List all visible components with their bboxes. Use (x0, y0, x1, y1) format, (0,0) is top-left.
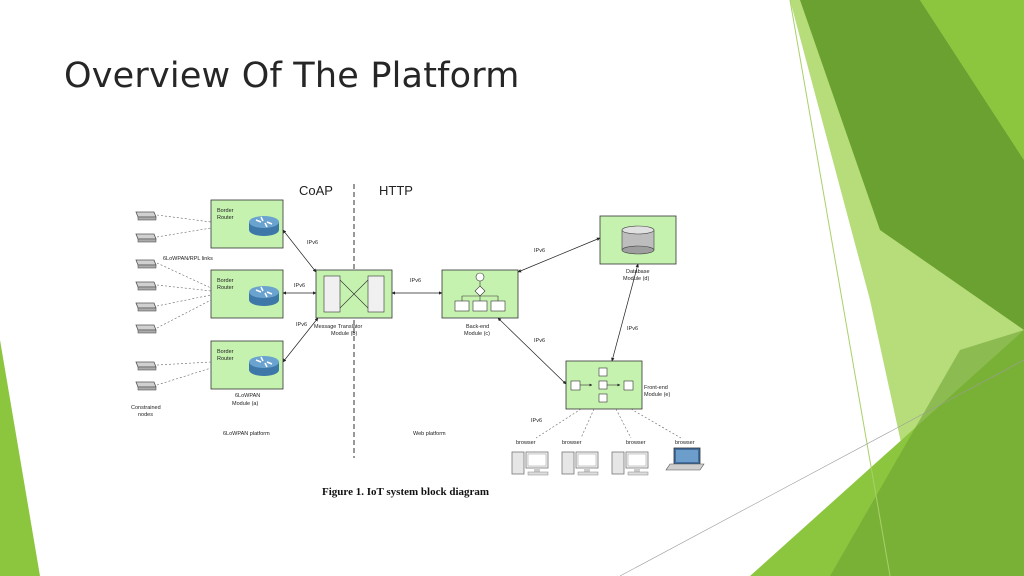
left-green-wedge (0, 340, 40, 576)
right-green-wedge-inner (830, 330, 1024, 576)
ipv6-label: IPv6 (531, 418, 542, 424)
front-end-module (565, 360, 643, 410)
desktop-computer-icon (611, 451, 649, 476)
figure-caption: Figure 1. IoT system block diagram (322, 486, 489, 498)
desktop-computer-icon (511, 451, 549, 476)
router-icon (248, 285, 280, 307)
ipv6-label: IPv6 (296, 322, 307, 328)
sensor-node-icon (135, 211, 157, 221)
constrained-nodes (135, 211, 157, 391)
ipv6-label: IPv6 (307, 240, 318, 246)
border-router-1: Border Router (210, 199, 284, 249)
ipv6-label: IPv6 (294, 283, 305, 289)
ipv6-label: IPv6 (410, 278, 421, 284)
module-a-label-1: 6LoWPAN (235, 393, 260, 399)
svg-text:Border: Border (217, 349, 234, 355)
iot-block-diagram: CoAP HTTP Border Router Border Router Bo… (131, 183, 705, 498)
router-icon (248, 355, 280, 377)
constrained-nodes-label-1: Constrained (131, 405, 161, 411)
right-green-band-dark (800, 0, 1024, 330)
module-c-label-2: Module (c) (464, 331, 490, 337)
svg-text:Router: Router (217, 215, 234, 221)
slide-title: Overview Of The Platform (64, 56, 520, 96)
back-end-module (441, 269, 519, 319)
decorative-line-2 (619, 359, 1024, 576)
svg-text:Router: Router (217, 356, 234, 362)
right-green-band-mid (920, 0, 1024, 160)
module-e-label-2: Module (e) (644, 392, 670, 398)
browser-links (535, 408, 682, 439)
sensor-node-icon (135, 361, 157, 371)
sensor-node-icon (135, 233, 157, 243)
ipv6-label: IPv6 (627, 326, 638, 332)
browser-label: browser (626, 440, 646, 446)
laptop-icon (665, 447, 705, 471)
browser-label: browser (675, 440, 695, 446)
sensor-node-icon (135, 324, 157, 334)
module-b-label-1: Message Translator (314, 324, 362, 330)
ipv6-label: IPv6 (534, 248, 545, 254)
sensor-node-icon (135, 281, 157, 291)
message-translator-module (315, 269, 393, 319)
platform-right-label: Web platform (413, 431, 446, 437)
desktop-computer-icon (561, 451, 599, 476)
module-a-label-2: Module (a) (232, 401, 258, 407)
module-b-label-2: Module (b) (331, 331, 357, 337)
sensor-node-icon (135, 259, 157, 269)
border-router-2: Border Router (210, 269, 284, 319)
rpl-links (156, 214, 212, 386)
browser-label: browser (562, 440, 582, 446)
platform-left-label: 6LoWPAN platform (223, 431, 270, 437)
browser-label: browser (516, 440, 536, 446)
ipv6-label: IPv6 (534, 338, 545, 344)
coap-label: CoAP (299, 183, 333, 198)
module-e-label-1: Front-end (644, 385, 668, 391)
ipv6-labels: IPv6 IPv6 IPv6 IPv6 IPv6 IPv6 IPv6 IPv6 (294, 240, 638, 424)
router-icon (248, 215, 280, 237)
border-router-3: Border Router (210, 340, 284, 390)
svg-text:Border: Border (217, 278, 234, 284)
database-module (599, 215, 677, 265)
sensor-node-icon (135, 302, 157, 312)
sensor-node-icon (135, 381, 157, 391)
http-label: HTTP (379, 183, 413, 198)
links-label: 6LoWPAN/RPL links (163, 256, 213, 262)
decorative-line-1 (789, 0, 891, 576)
module-d-label-2: Module (d) (623, 276, 649, 282)
module-c-label-1: Back-end (466, 324, 489, 330)
ipv6-connections (282, 229, 639, 385)
constrained-nodes-label-2: nodes (138, 412, 153, 418)
svg-text:Border: Border (217, 208, 234, 214)
svg-text:Router: Router (217, 285, 234, 291)
module-d-label-1: Database (626, 269, 650, 275)
